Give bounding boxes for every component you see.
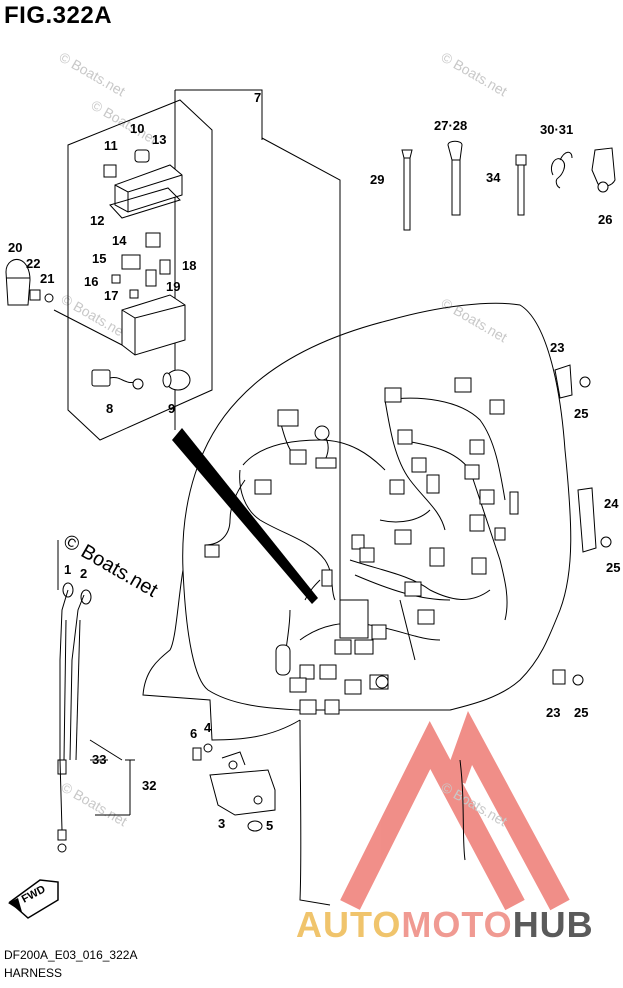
callout-15: 15 xyxy=(92,251,106,266)
fwd-direction-badge: FWD xyxy=(8,879,59,919)
watermark: © Boats.net xyxy=(439,295,511,346)
callout-32: 32 xyxy=(142,778,156,793)
engine-cowl xyxy=(142,302,572,906)
brand-logo-triangle xyxy=(340,711,570,911)
callout-12: 12 xyxy=(90,213,104,228)
callout-24: 24 xyxy=(604,496,619,511)
watermarks: © Boats.net © Boats.net © Boats.net © Bo… xyxy=(57,49,511,830)
callout-23: 23 xyxy=(546,705,560,720)
pointer-wedge xyxy=(172,428,318,604)
callout-13: 13 xyxy=(152,132,166,147)
callout-25: 25 xyxy=(606,560,620,575)
figure-code: DF200A_E03_016_322A xyxy=(4,948,138,962)
watermark: © Boats.net xyxy=(57,49,129,100)
battery-cables xyxy=(57,540,135,853)
callout-30-31: 30·31 xyxy=(540,122,573,137)
callout-33: 33 xyxy=(92,752,106,767)
brand-part-hub: HUB xyxy=(512,904,594,945)
callout-23: 23 xyxy=(550,340,564,355)
callout-2: 2 xyxy=(80,566,87,581)
callout-labels: 7 10 13 11 12 14 15 18 16 17 19 8 9 20 2… xyxy=(8,90,620,833)
callout-4: 4 xyxy=(204,720,212,735)
fuse-box-parts xyxy=(91,149,191,391)
left-parts xyxy=(5,259,123,346)
figure-title: FIG.322A xyxy=(4,2,113,29)
brand-wordmark: AUTOMOTOHUB xyxy=(296,904,594,946)
callout-14: 14 xyxy=(112,233,127,248)
cable-tie-parts xyxy=(401,140,616,231)
fuse-relay-box-group xyxy=(67,99,213,441)
callout-9: 9 xyxy=(168,401,175,416)
callout-5: 5 xyxy=(266,818,273,833)
callout-29: 29 xyxy=(370,172,384,187)
callout-22: 22 xyxy=(26,256,40,271)
bracket-parts xyxy=(552,364,612,686)
callout-8: 8 xyxy=(106,401,113,416)
brand-part-moto: MOTO xyxy=(401,904,513,945)
callout-19: 19 xyxy=(166,279,180,294)
watermark: © Boats.net xyxy=(59,779,131,830)
bracket-3-assembly xyxy=(192,743,276,832)
callout-16: 16 xyxy=(84,274,98,289)
harness-connectors xyxy=(204,377,519,715)
callout-11: 11 xyxy=(104,138,118,153)
watermark-large: © Boats.net xyxy=(60,530,162,602)
callout-7: 7 xyxy=(254,90,261,105)
callout-17: 17 xyxy=(104,288,118,303)
callout-3: 3 xyxy=(218,816,225,831)
callout-1: 1 xyxy=(64,562,71,577)
callout-18: 18 xyxy=(182,258,196,273)
callout-20: 20 xyxy=(8,240,22,255)
callout-26: 26 xyxy=(598,212,612,227)
figure-caption: HARNESS xyxy=(4,966,63,980)
callout-10: 10 xyxy=(130,121,144,136)
callout-34: 34 xyxy=(486,170,501,185)
watermark: © Boats.net xyxy=(439,49,511,100)
callout-21: 21 xyxy=(40,271,54,286)
brand-part-auto: AUTO xyxy=(296,904,402,945)
callout-6: 6 xyxy=(190,726,197,741)
watermark: © Boats.net xyxy=(59,291,131,342)
callout-25: 25 xyxy=(574,705,588,720)
callout-25: 25 xyxy=(574,406,588,421)
callout-27-28: 27·28 xyxy=(434,118,467,133)
